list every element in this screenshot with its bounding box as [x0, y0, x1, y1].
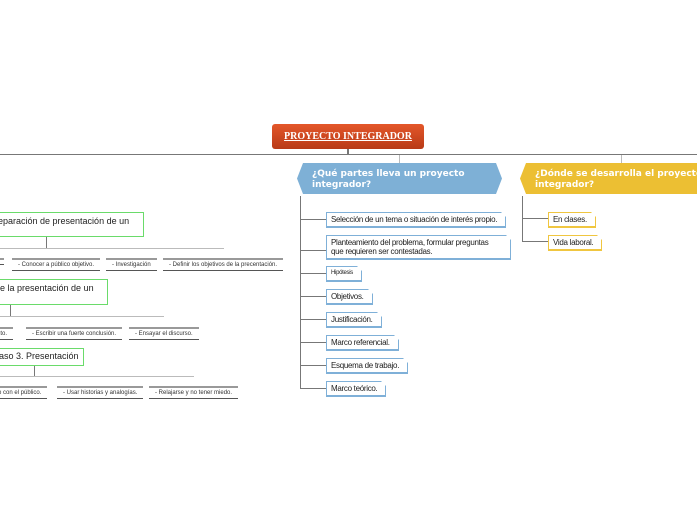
leaf[interactable]: - Ensayar el discurso. [129, 327, 199, 340]
leaf[interactable]: o con el público. [0, 386, 48, 399]
topic-partes[interactable]: ¿Qué partes lleva un proyecto integrador… [297, 163, 502, 194]
connector [300, 250, 326, 251]
note-part-2[interactable]: Planteamiento del problema, formular pre… [326, 235, 511, 260]
note-part-3[interactable]: Hipótesis [326, 266, 362, 282]
note-vida-laboral[interactable]: Vida laboral. [548, 235, 603, 251]
connector [300, 388, 326, 389]
leaf[interactable]: - Relajarse y no tener miedo. [149, 386, 239, 399]
leaf[interactable]: - Conocer a público objetivo. [12, 258, 101, 271]
connector [522, 241, 548, 242]
note-part-6[interactable]: Marco referencial. [326, 335, 399, 351]
connector [300, 273, 326, 274]
topic-donde[interactable]: ¿Dónde se desarrolla el proyecto integra… [520, 163, 697, 194]
leaf[interactable]: - Escribir una fuerte conclusión. [26, 327, 123, 340]
leaf[interactable]: - Definir los objetivos de la precentaci… [163, 258, 284, 271]
root-stem [347, 149, 349, 155]
step2-box[interactable]: de la presentación de un [0, 279, 108, 305]
leaf[interactable]: - Investigación [106, 258, 157, 271]
yellow-branch-line [522, 196, 523, 242]
note-part-5[interactable]: Justificación. [326, 312, 382, 328]
blue-stem [399, 155, 400, 163]
connector [0, 316, 164, 317]
connector [300, 319, 326, 320]
yellow-stem [621, 155, 622, 163]
step1-box[interactable]: reparación de presentación de un [0, 212, 144, 237]
root-topic[interactable]: PROYECTO INTEGRADOR [272, 124, 424, 149]
note-en-clases[interactable]: En clases. [548, 212, 596, 228]
note-part-8[interactable]: Marco teórico. [326, 381, 387, 397]
leaf[interactable]: ecto. [0, 327, 14, 340]
connector [522, 218, 548, 219]
connector [46, 237, 47, 248]
note-part-4[interactable]: Objetivos. [326, 289, 373, 305]
connector [34, 366, 35, 376]
connector [300, 296, 326, 297]
step3-box[interactable]: aso 3. Presentación [0, 348, 84, 366]
connector [300, 365, 326, 366]
leaf[interactable] [0, 258, 4, 265]
blue-branch-line [300, 196, 301, 388]
connector [300, 219, 326, 220]
leaf[interactable]: - Usar historias y analogías. [57, 386, 144, 399]
connector [0, 376, 194, 377]
connector [0, 248, 224, 249]
connector [300, 342, 326, 343]
note-part-7[interactable]: Esquema de trabajo. [326, 358, 409, 374]
connector [10, 305, 11, 316]
note-part-1[interactable]: Selección de un tema o situación de inte… [326, 212, 507, 228]
